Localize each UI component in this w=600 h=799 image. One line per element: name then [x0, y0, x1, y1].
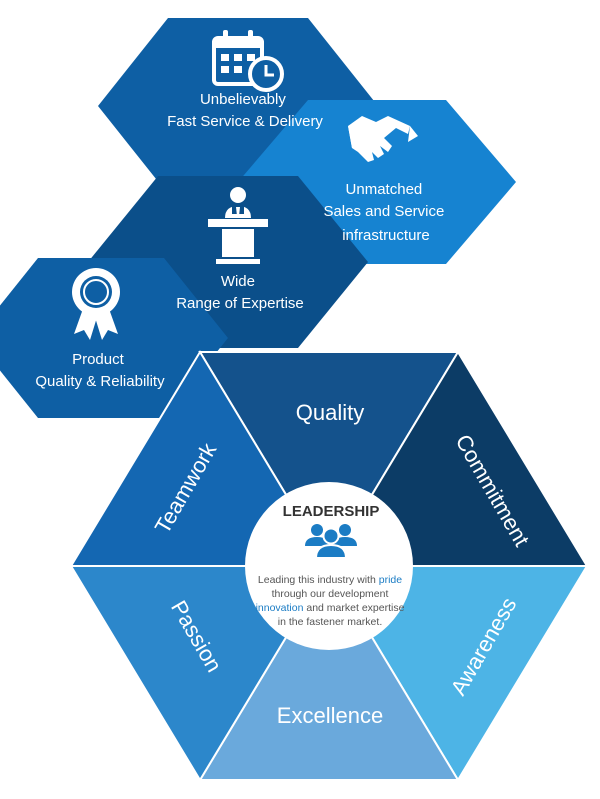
- label-excellence: Excellence: [277, 703, 383, 728]
- award-ribbon-icon: [72, 268, 120, 340]
- leadership-line-4: in the fastener market.: [278, 616, 382, 628]
- podium-speaker-icon: [208, 187, 268, 264]
- hex-sales-service-label: Unmatched Sales and Service infrastructu…: [323, 181, 448, 244]
- hex-quality-reliability: [0, 258, 228, 418]
- hex-quality-reliability-label: Product Quality & Reliability: [35, 351, 165, 390]
- hex-fast-service-label: Unbelievably Fast Service & Delivery: [167, 91, 323, 130]
- leadership-line-2: through our development: [272, 588, 389, 600]
- leadership-line-1: Leading this industry with pride: [258, 574, 402, 586]
- calendar-clock-icon: [212, 30, 284, 92]
- hex-expertise-label: Wide Range of Expertise: [176, 273, 304, 312]
- leadership-center: LEADERSHIP Leading this industry with pr…: [245, 482, 413, 650]
- label-quality: Quality: [296, 400, 364, 425]
- team-group-icon: [305, 524, 357, 559]
- leadership-line-3: innovation and market expertise: [256, 602, 405, 614]
- handshake-icon: [348, 116, 418, 162]
- leadership-title: LEADERSHIP: [283, 503, 380, 520]
